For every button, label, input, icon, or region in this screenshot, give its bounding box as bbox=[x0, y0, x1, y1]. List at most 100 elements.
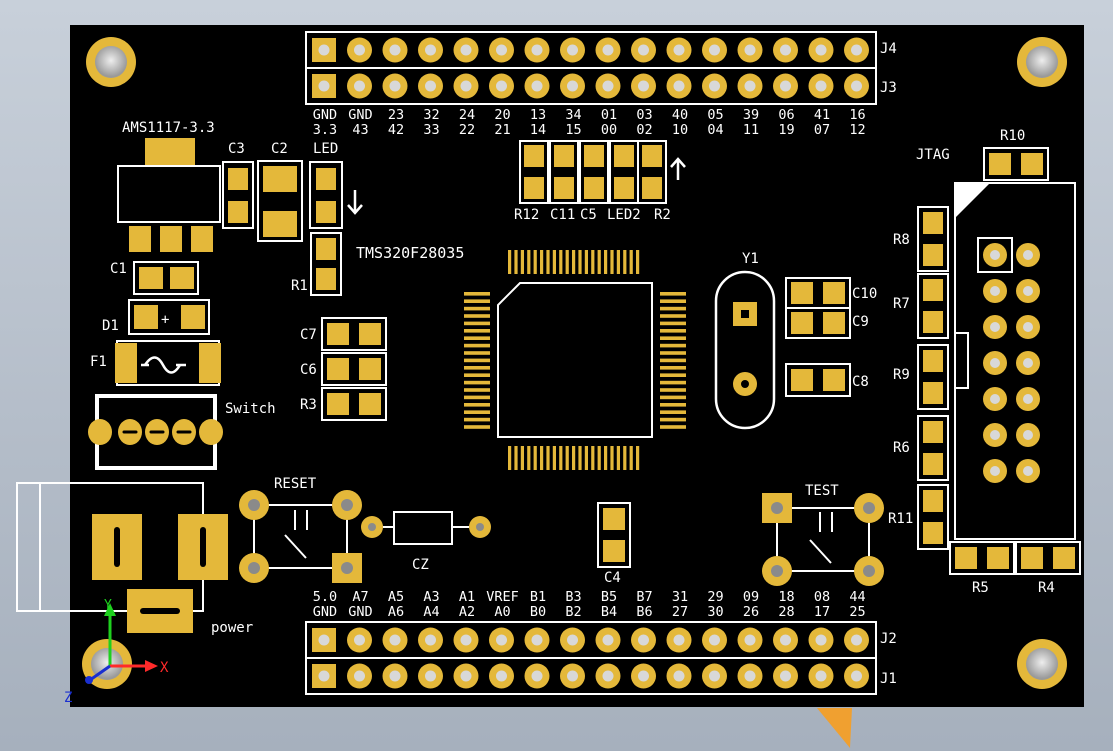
label-led2: LED2 bbox=[607, 207, 641, 223]
fuse-f1 bbox=[115, 340, 221, 386]
label-power: power bbox=[211, 620, 253, 636]
pin-label: 06 bbox=[778, 107, 794, 123]
axis-gizmo: Y X Z bbox=[64, 598, 169, 706]
pin-label: A0 bbox=[494, 604, 510, 620]
pin-label: 39 bbox=[743, 107, 759, 123]
pin-label: 27 bbox=[672, 604, 688, 620]
mcu-tms320f28035 bbox=[464, 250, 686, 470]
pin-label: 29 bbox=[707, 589, 723, 605]
pin-label: GND bbox=[313, 107, 337, 123]
header-j2 bbox=[305, 621, 877, 659]
label-c8: C8 bbox=[852, 374, 869, 390]
resistor-r5 bbox=[949, 541, 1015, 575]
pin-label: 09 bbox=[743, 589, 759, 605]
pin-label: 28 bbox=[778, 604, 794, 620]
label-c11: C11 bbox=[550, 207, 575, 223]
pin-label: 33 bbox=[423, 122, 439, 138]
led2-arrow-icon bbox=[670, 157, 686, 180]
pin-label: 16 bbox=[849, 107, 865, 123]
pin-label: A2 bbox=[459, 604, 475, 620]
label-r9: R9 bbox=[893, 367, 910, 383]
pin-label: VREF bbox=[486, 589, 519, 605]
resistor-r4 bbox=[1015, 541, 1081, 575]
label-c6: C6 bbox=[300, 362, 317, 378]
axis-x-label: X bbox=[160, 660, 169, 676]
pin-label: 10 bbox=[672, 122, 688, 138]
pin-label: 42 bbox=[388, 122, 404, 138]
label-led: LED bbox=[313, 141, 338, 157]
label-r7: R7 bbox=[893, 296, 910, 312]
pin-label: 30 bbox=[707, 604, 723, 620]
jtag-connector bbox=[954, 182, 1076, 540]
pin-label: 23 bbox=[388, 107, 404, 123]
capacitor-c2 bbox=[257, 160, 303, 242]
label-r10: R10 bbox=[1000, 128, 1025, 144]
label-j4: J4 bbox=[880, 41, 897, 57]
label-d1-plus: + bbox=[161, 312, 169, 328]
pin-label: 19 bbox=[778, 122, 794, 138]
label-c7: C7 bbox=[300, 327, 317, 343]
capacitor-c8 bbox=[785, 363, 851, 397]
label-r6: R6 bbox=[893, 440, 910, 456]
regulator-ams1117 bbox=[117, 138, 221, 252]
label-c3: C3 bbox=[228, 141, 245, 157]
axis-y-label: Y bbox=[104, 598, 112, 613]
header-j3 bbox=[305, 67, 877, 105]
pin-label: 03 bbox=[636, 107, 652, 123]
pin-label: 13 bbox=[530, 107, 546, 123]
capacitor-c11 bbox=[549, 140, 579, 204]
label-j2: J2 bbox=[880, 631, 897, 647]
pin-label: A4 bbox=[423, 604, 439, 620]
pin-label: A3 bbox=[423, 589, 439, 605]
pin-label: 34 bbox=[565, 107, 581, 123]
resistor-r12 bbox=[519, 140, 549, 204]
label-c5: C5 bbox=[580, 207, 597, 223]
label-ams1117: AMS1117-3.3 bbox=[122, 120, 215, 136]
pin-label: 44 bbox=[849, 589, 865, 605]
pin-label: 08 bbox=[814, 589, 830, 605]
pin-label: B1 bbox=[530, 589, 546, 605]
pin-label: 40 bbox=[672, 107, 688, 123]
label-c9: C9 bbox=[852, 314, 869, 330]
capacitor-c9 bbox=[785, 307, 851, 339]
label-c1: C1 bbox=[110, 261, 127, 277]
resistor-r8 bbox=[917, 206, 949, 272]
pin-label: B7 bbox=[636, 589, 652, 605]
label-r2: R2 bbox=[654, 207, 671, 223]
label-test: TEST bbox=[805, 483, 839, 499]
test-button bbox=[762, 493, 884, 586]
label-f1: F1 bbox=[90, 354, 107, 370]
mounting-hole-bottom-right bbox=[1017, 639, 1067, 689]
resistor-r9 bbox=[917, 344, 949, 410]
label-j3: J3 bbox=[880, 80, 897, 96]
orange-marker-icon bbox=[817, 708, 852, 748]
pin-label: 26 bbox=[743, 604, 759, 620]
pin-label: 25 bbox=[849, 604, 865, 620]
pin-label: 20 bbox=[494, 107, 510, 123]
pin-label: 04 bbox=[707, 122, 723, 138]
resistor-r10 bbox=[983, 147, 1049, 181]
pin-label: 21 bbox=[494, 122, 510, 138]
resistor-r3 bbox=[321, 387, 387, 421]
pin-label: 18 bbox=[778, 589, 794, 605]
label-jtag: JTAG bbox=[916, 147, 950, 163]
label-switch: Switch bbox=[225, 401, 276, 417]
pin-label: 24 bbox=[459, 107, 475, 123]
pin-label: 07 bbox=[814, 122, 830, 138]
pin-label: 12 bbox=[849, 122, 865, 138]
pin-label: 00 bbox=[601, 122, 617, 138]
power-jack bbox=[16, 482, 228, 633]
crystal-y1 bbox=[714, 270, 776, 430]
resistor-r7 bbox=[917, 273, 949, 339]
label-d1: D1 bbox=[102, 318, 119, 334]
label-r1: R1 bbox=[291, 278, 308, 294]
pin-label: 02 bbox=[636, 122, 652, 138]
pin-label: GND bbox=[348, 107, 372, 123]
pin-label: 11 bbox=[743, 122, 759, 138]
pin-label: 14 bbox=[530, 122, 546, 138]
capacitor-c4 bbox=[597, 502, 631, 568]
pin-label: 41 bbox=[814, 107, 830, 123]
pin-label: 01 bbox=[601, 107, 617, 123]
label-r5: R5 bbox=[972, 580, 989, 596]
